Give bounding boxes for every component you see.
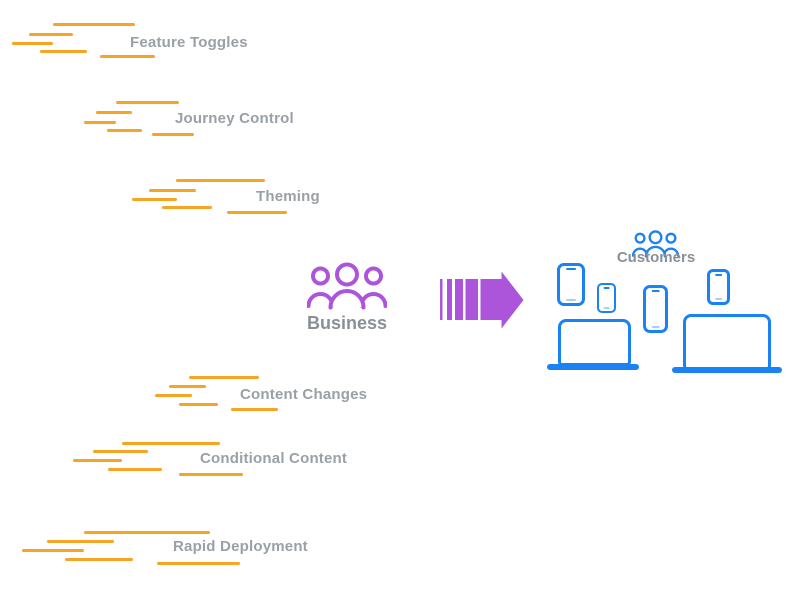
business-people-group-icon xyxy=(307,262,387,310)
speed-line xyxy=(149,189,196,192)
speed-line xyxy=(169,385,206,388)
phone-icon xyxy=(557,263,585,306)
phone-speaker-line xyxy=(714,274,723,276)
laptop-icon xyxy=(558,319,631,366)
fast-forward-arrow-icon xyxy=(440,271,524,329)
phone-home-line xyxy=(651,326,660,328)
speed-line xyxy=(96,111,132,114)
business-label: Business xyxy=(306,313,388,333)
speed-line xyxy=(155,394,192,397)
feature-label: Theming xyxy=(256,188,320,205)
feature-label: Rapid Deployment xyxy=(173,538,308,555)
speed-line xyxy=(189,376,259,379)
speed-line xyxy=(152,133,194,136)
feature-label: Content Changes xyxy=(240,386,368,403)
phone-speaker-line xyxy=(603,287,610,289)
phone-icon xyxy=(707,269,730,305)
feature-label: Conditional Content xyxy=(200,450,348,467)
speed-line xyxy=(107,129,142,132)
speed-line xyxy=(53,23,135,26)
speed-line xyxy=(12,42,53,45)
speed-line xyxy=(65,558,133,561)
laptop-icon xyxy=(683,314,771,370)
speed-line xyxy=(179,403,218,406)
feature-label: Feature Toggles xyxy=(130,34,248,51)
phone-home-line xyxy=(566,299,576,301)
speed-line xyxy=(22,549,84,552)
speed-line xyxy=(84,531,210,534)
phone-home-line xyxy=(714,298,723,300)
speed-line xyxy=(100,55,155,58)
customers-label: Customers xyxy=(616,249,696,266)
phone-speaker-line xyxy=(651,290,660,292)
speed-line xyxy=(73,459,122,462)
speed-line xyxy=(47,540,114,543)
speed-line xyxy=(29,33,73,36)
feature-label: Journey Control xyxy=(175,110,294,127)
speed-line xyxy=(122,442,220,445)
speed-line xyxy=(108,468,162,471)
speed-line xyxy=(116,101,179,104)
speed-line xyxy=(176,179,265,182)
speed-line xyxy=(231,408,278,411)
phone-home-line xyxy=(603,307,610,309)
speed-line xyxy=(84,121,116,124)
speed-line xyxy=(227,211,287,214)
speed-line xyxy=(157,562,240,565)
phone-icon xyxy=(643,285,668,333)
speed-line xyxy=(162,206,212,209)
phone-speaker-line xyxy=(566,268,576,270)
speed-line xyxy=(40,50,87,53)
laptop-base xyxy=(547,364,639,370)
laptop-base xyxy=(672,367,782,373)
speed-line xyxy=(179,473,243,476)
phone-icon xyxy=(597,283,616,313)
speed-line xyxy=(132,198,177,201)
customers-people-group-icon xyxy=(632,230,679,258)
speed-line xyxy=(93,450,148,453)
